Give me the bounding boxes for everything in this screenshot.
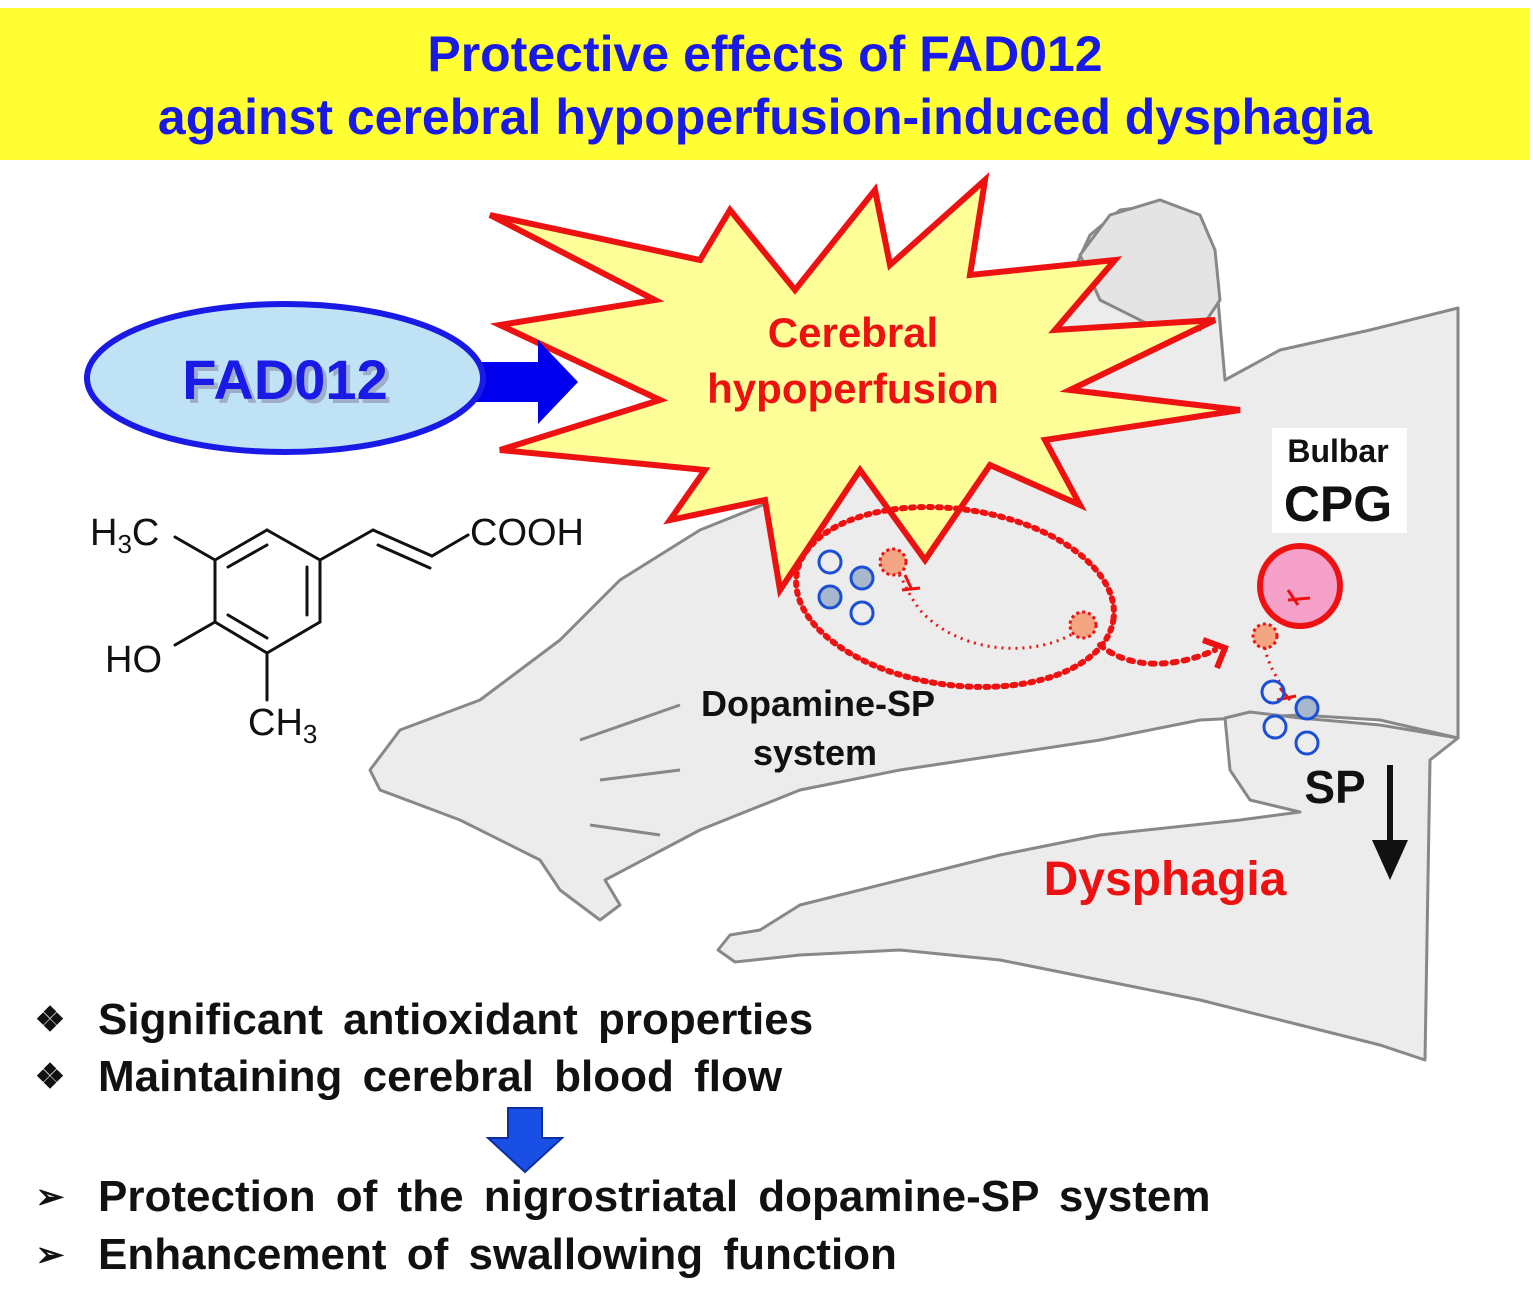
vesicle-cluster xyxy=(817,549,875,626)
bulbar-label-bg xyxy=(1272,428,1407,533)
synapse-tick xyxy=(901,574,921,592)
dysphagia-label: Dysphagia xyxy=(1044,853,1287,906)
effect-arrow-down-icon xyxy=(485,1107,565,1174)
effect-text: Maintaining cerebral blood flow xyxy=(98,1052,783,1101)
cpg-terminal xyxy=(1251,622,1279,650)
hypoperfusion-burst xyxy=(488,172,1241,598)
fad012-shadow: FAD012 xyxy=(186,352,391,415)
sp-vesicle-cluster xyxy=(1260,679,1320,756)
dopamine-sp-label-line-2: system xyxy=(753,732,877,773)
hydroxyl-label: HO xyxy=(105,639,162,681)
burst-label-line-2: hypoperfusion xyxy=(707,365,999,412)
outcome-text: Enhancement of swallowing function xyxy=(98,1230,897,1279)
fad012-ellipse xyxy=(84,301,486,455)
fad012-arrow xyxy=(470,340,578,424)
burst-label-line-1: Cerebral xyxy=(768,309,938,356)
outcome-text: Protection of the nigrostriatal dopamine… xyxy=(98,1172,1211,1221)
methyl-top-label: H3C xyxy=(90,512,159,559)
whisker-line xyxy=(579,703,681,742)
effect-text: Significant antioxidant properties xyxy=(98,995,814,1044)
diamond-bullet-icon: ❖ xyxy=(34,1001,66,1039)
fad012-label: FAD012 xyxy=(182,348,387,411)
whisker-line xyxy=(589,823,661,837)
title-line-1: Protective effects of FAD012 xyxy=(427,26,1103,82)
dopamine-sp-loop xyxy=(793,504,1117,690)
cpg-label: CPG xyxy=(1284,476,1392,532)
sp-label: SP xyxy=(1304,761,1365,813)
diamond-bullet-icon: ❖ xyxy=(34,1058,66,1096)
neuron-terminal xyxy=(878,547,908,577)
rat-ear xyxy=(1078,198,1222,332)
cpg-synapse-tick xyxy=(1286,589,1311,606)
arrow-bullet-icon: ➢ xyxy=(35,1178,65,1216)
chemical-structure xyxy=(173,528,470,702)
projection-arrowhead xyxy=(1201,637,1229,670)
sp-decrease-arrowhead xyxy=(1372,840,1408,880)
bulbar-label: Bulbar xyxy=(1287,433,1388,469)
title-line-2: against cerebral hypoperfusion-induced d… xyxy=(157,89,1373,145)
rat-jaw-silhouette xyxy=(716,710,1460,1062)
neuron-terminal xyxy=(1068,610,1098,640)
dopamine-sp-label-line-1: Dopamine-SP xyxy=(701,683,935,724)
title-banner xyxy=(0,8,1530,160)
methyl-bottom-label: CH3 xyxy=(248,702,317,749)
whisker-line xyxy=(599,768,681,782)
projection-arrow-path xyxy=(1097,642,1218,667)
cpg-neuron xyxy=(1257,543,1343,629)
carboxyl-label: COOH xyxy=(470,512,584,554)
arrow-bullet-icon: ➢ xyxy=(35,1236,65,1274)
